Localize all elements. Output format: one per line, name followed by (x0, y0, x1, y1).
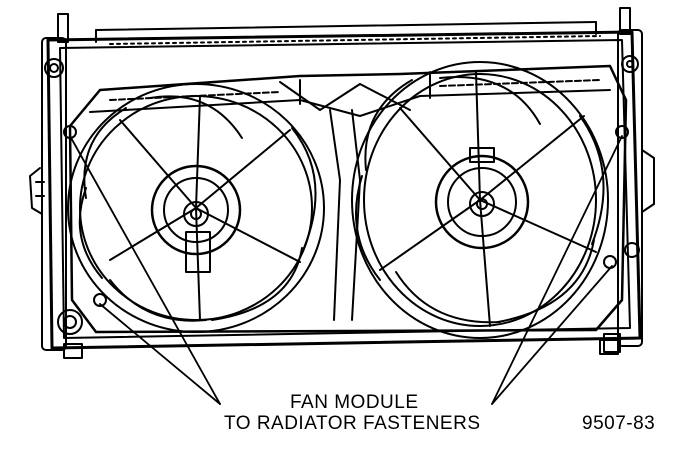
left-foot (63, 343, 83, 359)
right-foot (599, 339, 619, 355)
right-fan (351, 61, 609, 339)
figure-number: 9507-83 (582, 413, 656, 434)
left-tank (29, 13, 83, 351)
callout-line-2: TO RADIATOR FASTENERS (224, 413, 481, 434)
right-tank (603, 7, 655, 353)
radiator (46, 21, 642, 350)
callout-line-1: FAN MODULE (290, 392, 419, 413)
fan-shroud (68, 64, 628, 334)
fastener-bolts (63, 125, 629, 307)
shroud-center-divider (329, 109, 361, 321)
left-fan (67, 83, 325, 333)
leader-lines (69, 135, 623, 405)
